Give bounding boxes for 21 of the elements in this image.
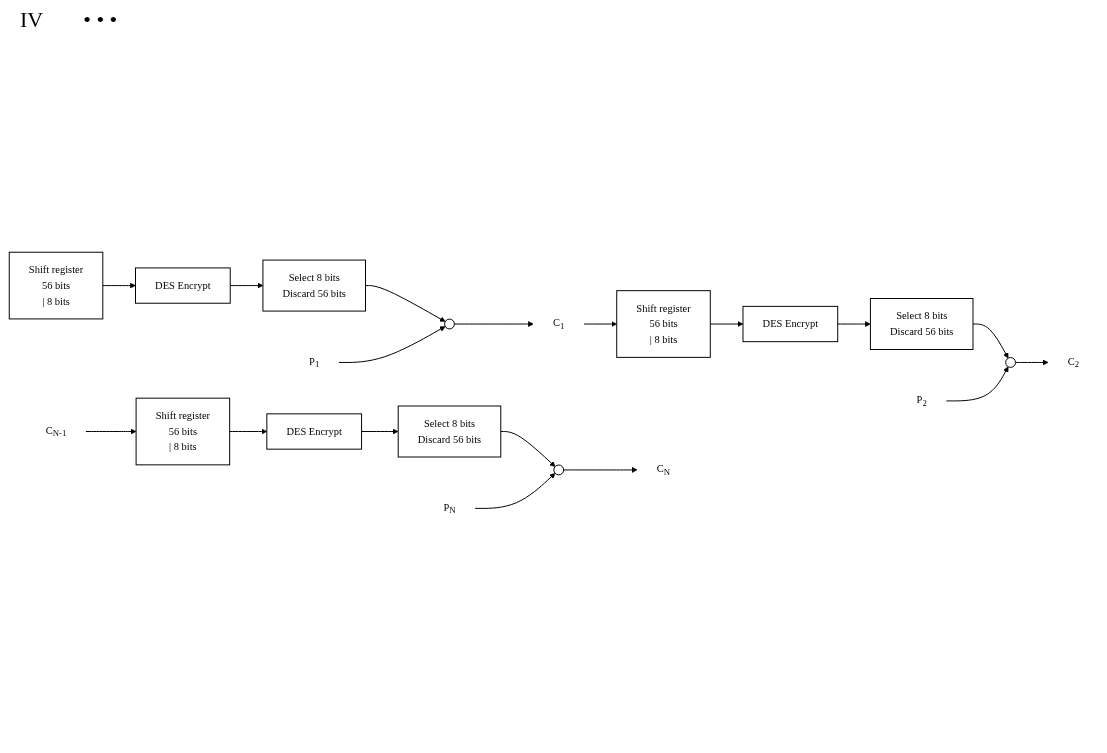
node-text: P$_{N}$ xyxy=(442,501,456,516)
node-circle xyxy=(443,318,455,330)
node-text: P$_{2}$ xyxy=(916,394,927,409)
node-circle xyxy=(552,464,564,476)
node-box: Select 8 bits Discard 56 bits xyxy=(397,405,501,458)
node-box: Select 8 bits Discard 56 bits xyxy=(261,259,366,312)
node-text: C$_{N}$ xyxy=(656,463,670,478)
node-text: C$_{N-1}$ xyxy=(45,424,66,439)
node-text: P$_{1}$ xyxy=(308,355,319,370)
node-box: Shift register 56 bits | 8 bits xyxy=(8,252,103,320)
note-label: IV xyxy=(20,7,44,33)
node-box: Select 8 bits Discard 56 bits xyxy=(869,298,973,351)
node-text: C$_{1}$ xyxy=(552,317,564,332)
node-box: DES Encrypt xyxy=(134,267,231,305)
node-box: Shift register 56 bits | 8 bits xyxy=(135,398,230,466)
note-label: • • • xyxy=(83,7,118,33)
node-text: C$_{2}$ xyxy=(1067,355,1079,370)
node-box: Shift register 56 bits | 8 bits xyxy=(615,290,711,359)
node-box: DES Encrypt xyxy=(265,413,362,450)
node-circle xyxy=(1004,357,1016,369)
node-box: DES Encrypt xyxy=(742,306,838,343)
